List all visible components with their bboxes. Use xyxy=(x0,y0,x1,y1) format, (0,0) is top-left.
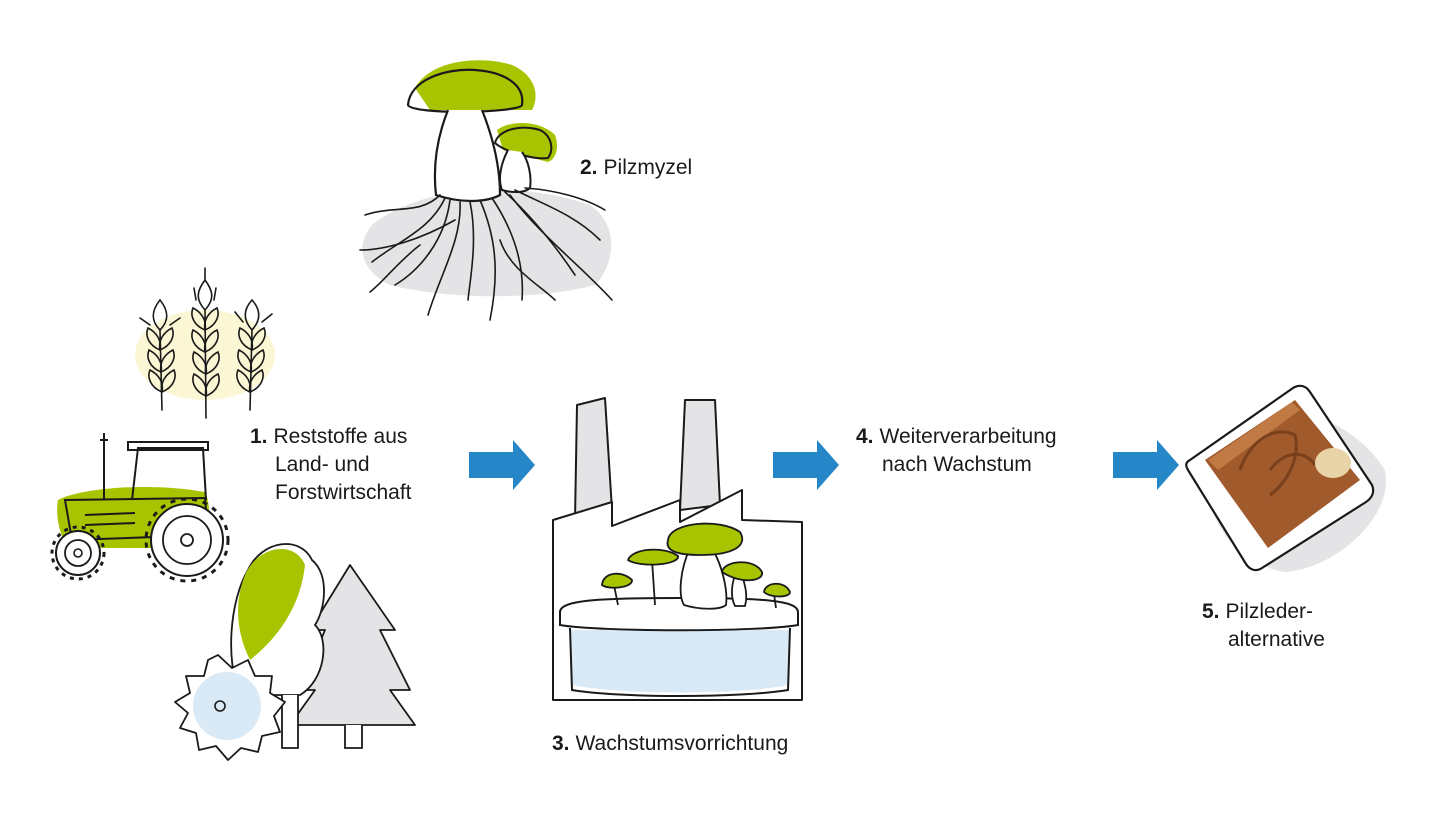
step-4-number: 4. xyxy=(856,425,874,448)
step-3-number: 3. xyxy=(552,732,570,755)
step-1-line-2: Land- und xyxy=(275,453,370,476)
arrow-right-icon xyxy=(773,440,839,490)
step-4-label: 4.Weiterverarbeitung nach Wachstum xyxy=(856,423,1057,479)
step-1-line-3: Forstwirtschaft xyxy=(275,481,412,504)
saw-blade-icon xyxy=(174,654,286,761)
mushroom-mycelium-icon xyxy=(359,60,613,321)
step-4-line-1: Weiterverarbeitung xyxy=(879,425,1057,448)
step-5-label: 5.Pilzleder- alternative xyxy=(1202,598,1325,654)
step-1-number: 1. xyxy=(250,425,268,448)
step-4-line-2: nach Wachstum xyxy=(882,453,1032,476)
step-5-number: 5. xyxy=(1202,600,1220,623)
wheat-icon xyxy=(135,267,275,419)
step-3-label: 3.Wachstumsvorrichtung xyxy=(552,730,788,758)
step-3-line-1: Wachstumsvorrichtung xyxy=(575,732,789,755)
factory-icon xyxy=(552,397,803,701)
trees-icon xyxy=(230,543,416,749)
step-1-line-1: Reststoffe aus xyxy=(273,425,408,448)
step-2-number: 2. xyxy=(580,156,598,179)
tractor-rear-wheel xyxy=(144,497,230,583)
tractor-front-wheel xyxy=(50,525,106,581)
step-1-label: 1.Reststoffe aus Land- und Forstwirtscha… xyxy=(250,423,412,507)
arrow-right-icon xyxy=(469,440,535,490)
step-5-line-2: alternative xyxy=(1228,628,1325,651)
mushroom-leather-icon xyxy=(1185,384,1387,572)
step-2-label: 2.Pilzmyzel xyxy=(580,154,692,182)
arrow-right-icon xyxy=(1113,440,1179,490)
step-2-line-1: Pilzmyzel xyxy=(603,156,693,179)
step-5-line-1: Pilzleder- xyxy=(1225,600,1314,623)
tractor-icon xyxy=(50,433,230,583)
